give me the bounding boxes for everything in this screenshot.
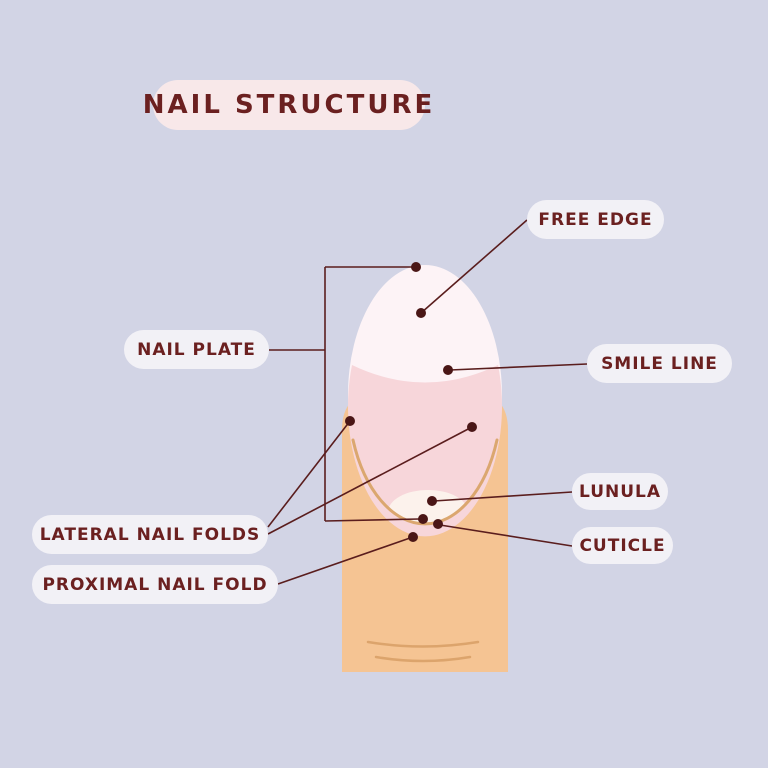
- label-free-edge-text: FREE EDGE: [538, 209, 653, 230]
- leader-lateral-right: [267, 426, 473, 535]
- label-nail-plate-text: NAIL PLATE: [137, 339, 256, 360]
- label-free-edge: FREE EDGE: [527, 200, 664, 239]
- label-cuticle: CUTICLE: [572, 527, 673, 564]
- marker-dot-free-edge: [416, 308, 426, 318]
- leader-lunula: [433, 491, 573, 502]
- marker-dot-lunula: [427, 496, 437, 506]
- label-cuticle-text: CUTICLE: [579, 535, 666, 556]
- marker-dot-lateral-right: [467, 422, 477, 432]
- label-smile-line-text: SMILE LINE: [601, 353, 718, 374]
- knuckle-crease-lower: [374, 655, 472, 663]
- label-proximal-nail-fold: PROXIMAL NAIL FOLD: [32, 565, 278, 604]
- label-smile-line: SMILE LINE: [587, 344, 732, 383]
- marker-dot-proximal: [408, 532, 418, 542]
- marker-dot-nail-plate-top: [411, 262, 421, 272]
- marker-dot-nail-plate-bottom: [418, 514, 428, 524]
- leader-free-edge: [420, 219, 528, 314]
- nail-plate-shape: [347, 365, 502, 537]
- leader-proximal: [277, 537, 411, 585]
- knuckle-crease-upper: [366, 640, 480, 648]
- leader-cuticle: [439, 524, 573, 547]
- page-title: NAIL STRUCTURE: [143, 80, 432, 130]
- label-proximal-nail-fold-text: PROXIMAL NAIL FOLD: [42, 574, 268, 595]
- leader-lines: [267, 219, 588, 585]
- leader-smile-line: [449, 363, 588, 371]
- marker-dot-smile-line: [443, 365, 453, 375]
- leader-lateral-left: [267, 420, 351, 528]
- marker-dot-cuticle: [433, 519, 443, 529]
- cuticle-outline: [351, 438, 499, 526]
- marker-dot-lateral-left: [345, 416, 355, 426]
- marker-dots: [345, 262, 477, 542]
- label-lateral-nail-folds: LATERAL NAIL FOLDS: [32, 515, 268, 554]
- label-lunula: LUNULA: [572, 473, 668, 510]
- page-title-text: NAIL STRUCTURE: [142, 90, 436, 120]
- label-nail-plate: NAIL PLATE: [124, 330, 269, 369]
- label-lunula-text: LUNULA: [578, 481, 662, 502]
- leader-nail-plate-bottom: [324, 518, 420, 522]
- label-lateral-nail-folds-text: LATERAL NAIL FOLDS: [39, 524, 261, 545]
